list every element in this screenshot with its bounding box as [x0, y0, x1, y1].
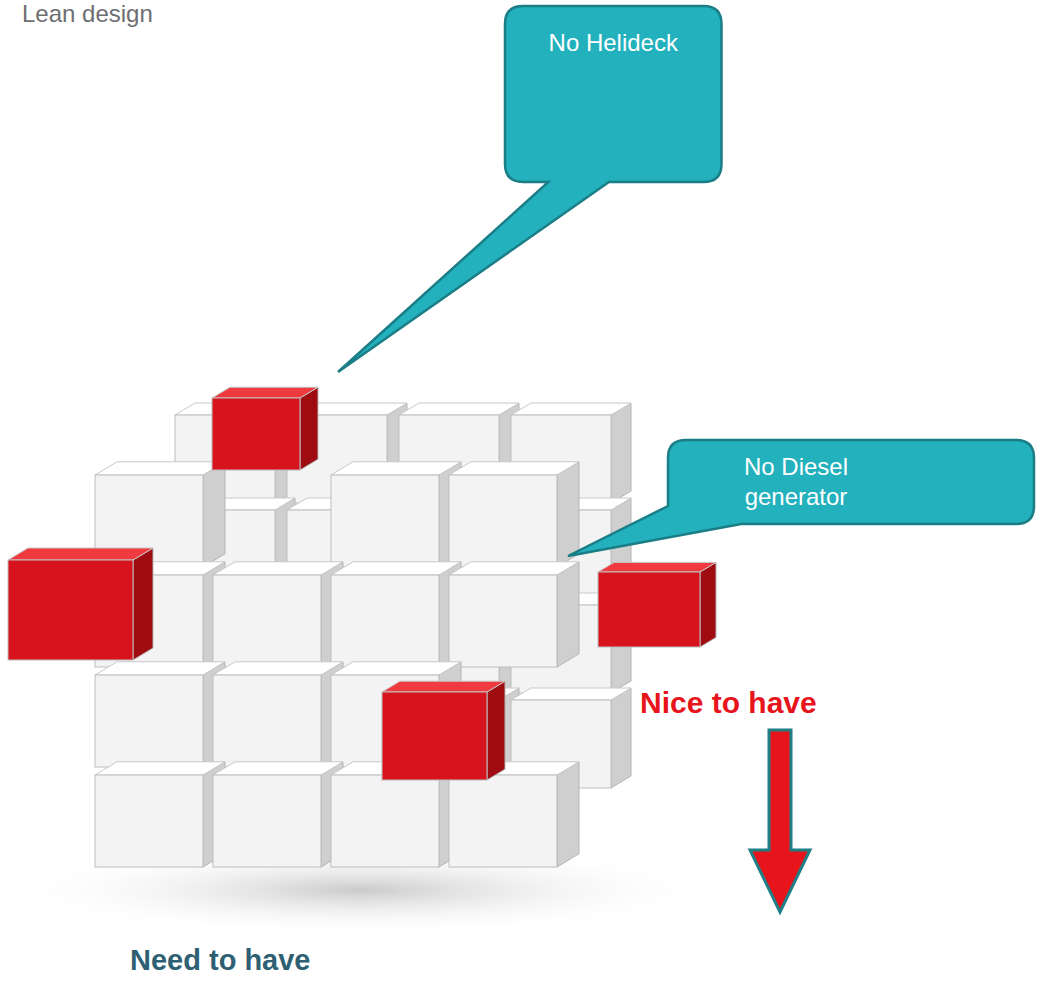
priority-label: Nice to have [640, 686, 817, 720]
speech-bubble: No Diesel generator [668, 440, 1034, 524]
bubble-outline [668, 440, 1034, 524]
red-cube [8, 548, 153, 660]
callout-text: No Helideck [513, 28, 713, 58]
callout-text: No Diesel generator [696, 452, 896, 512]
white-cube [331, 562, 461, 667]
speech-bubble: No Helideck [505, 6, 722, 182]
cube-blocks [8, 387, 716, 867]
down-arrow [750, 730, 810, 912]
red-cube [382, 681, 505, 780]
slide-title: Lean design [22, 0, 153, 28]
white-cube [95, 762, 225, 867]
white-cube [449, 562, 579, 667]
white-cube [213, 562, 343, 667]
white-cube [213, 762, 343, 867]
white-cube [331, 462, 461, 567]
white-cube [213, 662, 343, 767]
white-cube [449, 462, 579, 567]
white-cube [95, 662, 225, 767]
red-cube [212, 387, 318, 470]
red-cube [598, 562, 716, 647]
priority-label: Need to have [130, 944, 311, 977]
